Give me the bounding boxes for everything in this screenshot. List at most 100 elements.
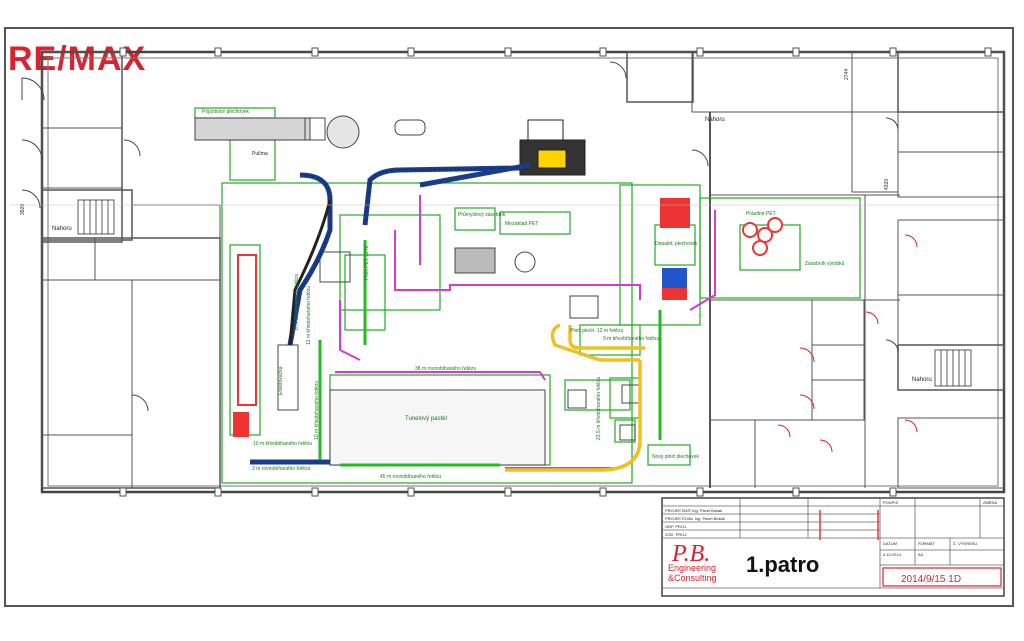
left-stair-room	[41, 189, 133, 241]
label-etiketovacka: Etiketovačka	[278, 366, 284, 395]
drawing-text-36: Č. VÝKRESU	[953, 541, 977, 546]
drawing-shape-61	[599, 487, 607, 497]
label-balici: Depalet. plechovek	[655, 241, 698, 247]
drawing-shape-119	[537, 149, 567, 169]
drawing-shape-111	[277, 344, 299, 411]
drawing-shape-40	[811, 299, 865, 346]
columns	[119, 47, 992, 497]
drawing-shape-108	[454, 247, 496, 274]
drawing-shape-21	[897, 151, 1005, 198]
dim-1: 3920	[20, 204, 26, 215]
drawing-shape-34	[691, 51, 899, 113]
drawing-shape-78	[799, 394, 815, 410]
drawing-shape-54	[889, 47, 897, 57]
title-block: PROJEKTANT Ing. Pavel Bošák PROJEKTOVAL …	[661, 497, 1005, 597]
fire-doors	[777, 234, 918, 453]
conveyor-label-3: 2 m rovnobíhaného řetězu	[252, 466, 311, 472]
conveyor-label-6: 8 m křivobíhaného řetězu	[294, 273, 300, 330]
drawing-shape-50	[504, 47, 512, 57]
drawing-shape-77	[799, 347, 815, 363]
drawing-shape-49	[407, 47, 415, 57]
drawing-shape-140	[505, 360, 642, 472]
drawing-shape-106	[304, 117, 326, 141]
drawing-shape-116	[329, 389, 546, 466]
drawing-date-code: 2014/9/15 1D	[901, 574, 961, 585]
conveyor-label-8: 23.5 m křivobíhaného řetězu	[596, 376, 602, 440]
drawing-shape-79	[865, 311, 879, 325]
stair-left	[77, 199, 115, 235]
drawing-shape-139	[550, 323, 640, 362]
drawing-shape-94	[699, 197, 861, 299]
drawing-shape-109	[514, 251, 536, 273]
label-plnic-pet: Plnič PET 12 hl	[364, 246, 370, 280]
right-room-1	[897, 51, 1005, 113]
filler-machine	[519, 119, 586, 176]
drawing-shape-176	[732, 540, 862, 586]
drawing-shape-152	[742, 222, 758, 238]
drawing-frame	[4, 27, 1014, 607]
drawing-text-29: ODP. PROJ.	[665, 524, 687, 529]
red-line	[237, 254, 257, 406]
drawing-shape-131	[394, 230, 641, 300]
conveyor-label-7: Plnič plech. 12 m řetězu	[570, 328, 624, 334]
drawing-text-31: PODPIS	[883, 500, 898, 505]
label-pulira: Pulírna	[252, 151, 268, 157]
drawing-shape-73	[885, 117, 899, 131]
drawing-shape-47	[214, 47, 222, 57]
dim-2: 2744	[844, 69, 850, 80]
drawing-shape-83	[819, 439, 833, 453]
drawing-shape-115	[619, 424, 636, 441]
label-zasobnik: Zásobník výrobků	[805, 260, 845, 267]
drawing-shape-132	[335, 371, 546, 381]
drawing-shape-23	[897, 294, 1005, 346]
drawing-shape-154	[767, 217, 783, 233]
drawing-shape-75	[131, 394, 149, 412]
drawing-shape-110	[319, 251, 351, 283]
conveyor-yellow	[505, 323, 645, 472]
conveyor-label-10: 10 m křivobíhaného řetězu	[253, 441, 312, 447]
drawing-text-33: 3.10.2014	[883, 552, 902, 557]
floor-label: 1.patro	[746, 552, 819, 577]
drawing-shape-48	[311, 47, 319, 57]
drawing-shape-33	[626, 51, 694, 103]
drawing-shape-133	[339, 300, 361, 361]
red-depalletizer	[660, 198, 690, 228]
drawing-shape-88	[339, 214, 441, 311]
company-name-line3: &Consulting	[668, 573, 717, 583]
drawing-shape-66	[21, 77, 45, 101]
drawing-shape-138	[568, 325, 645, 350]
right-stair-room	[897, 344, 1005, 391]
left-large-room	[41, 237, 221, 489]
nahoru-label-1: Nahoru	[52, 226, 72, 232]
drawing-shape-113	[567, 389, 587, 409]
drawing-shape-20	[897, 111, 1005, 153]
left-room-mid	[41, 127, 123, 189]
drawing-shape-71	[609, 61, 627, 79]
drawing-shape-63	[792, 487, 800, 497]
conveyor-label-2: 45 m rovnobíhaného řetězu	[380, 474, 441, 480]
drawing-shape-82	[777, 424, 791, 438]
drawing-text-32: DATUM	[883, 541, 897, 546]
drawing-shape-105	[326, 115, 360, 149]
stair-right	[934, 349, 972, 387]
conveyor-blue-detail	[289, 167, 521, 346]
drawing-shape-97	[579, 324, 641, 356]
company-name-line2: Engineering	[668, 563, 716, 573]
blue-unit	[662, 268, 687, 288]
drawing-shape-120	[527, 119, 564, 141]
drawing-shape-101	[609, 377, 641, 419]
label-tunel: Tunelový pastér	[405, 416, 447, 422]
label-prumyslovy: Průmyslový zásobník	[458, 211, 506, 218]
drawing-shape-41	[811, 344, 865, 381]
drawing-shape-25	[897, 417, 1005, 489]
drawing-shape-55	[984, 47, 992, 57]
drawing-shape-107	[394, 119, 426, 136]
conveyor-black	[288, 199, 332, 346]
drawing-shape-46	[119, 47, 127, 57]
drawing-shape-51	[599, 47, 607, 57]
drawing-shape-57	[214, 487, 222, 497]
drawing-shape-22	[897, 219, 1005, 296]
drawing-shape-35	[851, 51, 899, 193]
